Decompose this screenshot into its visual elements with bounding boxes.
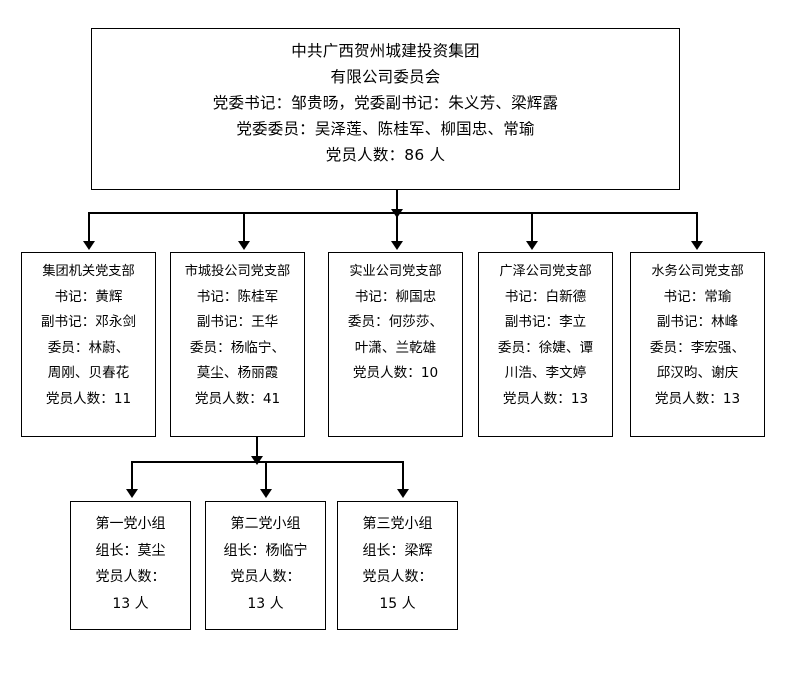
group-2-title: 第三党小组 — [362, 516, 433, 532]
connector-branch-1-drop — [243, 212, 245, 243]
group-1-member-count: 13 人 — [247, 595, 284, 612]
branch-4-line-3: 委员：李宏强、 — [649, 339, 746, 356]
group-0-title: 第一党小组 — [95, 516, 166, 532]
org-node-group-0[interactable]: 第一党小组 组长：莫尘 党员人数： 13 人 — [70, 501, 191, 630]
group-0-member-label: 党员人数： — [95, 569, 166, 585]
root-line-1: 中共广西贺州城建投资集团 — [291, 42, 480, 60]
org-node-group-2[interactable]: 第三党小组 组长：梁辉 党员人数： 15 人 — [337, 501, 458, 630]
branch-0-line-3: 委员：林蔚、 — [47, 339, 130, 356]
connector-branch-0-drop — [88, 212, 90, 243]
branch-2-member-count: 党员人数：10 — [352, 365, 439, 382]
connector-branch-4-drop — [696, 212, 698, 243]
root-line-2: 有限公司委员会 — [330, 68, 441, 86]
connector-group-1-drop — [265, 461, 267, 491]
group-0-member-count: 13 人 — [112, 595, 149, 612]
root-member-count: 党员人数：86 人 — [325, 146, 446, 164]
connector-root-stem — [396, 190, 398, 212]
group-2-leader: 组长：梁辉 — [362, 542, 433, 559]
org-node-group-1[interactable]: 第二党小组 组长：杨临宁 党员人数： 13 人 — [205, 501, 326, 630]
org-node-branch-2[interactable]: 实业公司党支部 书记：柳国忠 委员：何莎莎、 叶潇、兰乾雄 党员人数：10 — [328, 252, 463, 437]
branch-1-line-4: 莫尘、杨丽霞 — [196, 365, 279, 382]
branch-2-title: 实业公司党支部 — [349, 264, 442, 279]
group-1-leader: 组长：杨临宁 — [223, 542, 308, 559]
branch-0-member-count: 党员人数：11 — [45, 390, 132, 407]
branch-4-line-2: 副书记：林峰 — [656, 314, 739, 331]
connector-branch-3-drop — [531, 212, 533, 243]
connector-branch-2-arrow — [391, 241, 403, 250]
connector-branch1-stem — [256, 437, 258, 459]
branch-1-title: 市城投公司党支部 — [184, 264, 291, 279]
group-2-member-label: 党员人数： — [362, 569, 433, 585]
branch-3-line-2: 副书记：李立 — [504, 314, 587, 331]
root-line-3: 党委书记：邹贵旸，党委副书记：朱义芳、梁辉露 — [212, 94, 559, 112]
branch-4-member-count: 党员人数：13 — [654, 390, 741, 407]
branch-4-title: 水务公司党支部 — [651, 264, 744, 279]
branch-4-line-4: 邱汉昀、谢庆 — [656, 365, 739, 382]
branch-0-line-2: 副书记：邓永剑 — [40, 314, 137, 331]
branch-2-line-1: 书记：柳国忠 — [354, 288, 437, 305]
connector-level1-bus — [88, 212, 698, 214]
org-node-root[interactable]: 中共广西贺州城建投资集团 有限公司委员会 党委书记：邹贵旸，党委副书记：朱义芳、… — [91, 28, 680, 190]
group-1-member-label: 党员人数： — [230, 569, 301, 585]
branch-1-line-1: 书记：陈桂军 — [196, 288, 279, 305]
branch-1-member-count: 党员人数：41 — [194, 390, 281, 407]
branch-1-line-2: 副书记：王华 — [196, 314, 279, 331]
connector-group-1-arrow — [260, 489, 272, 498]
group-1-title: 第二党小组 — [230, 516, 301, 532]
branch-0-line-1: 书记：黄辉 — [54, 288, 123, 305]
org-node-branch-3[interactable]: 广泽公司党支部 书记：白新德 副书记：李立 委员：徐婕、谭 川浩、李文婷 党员人… — [478, 252, 613, 437]
connector-branch-0-arrow — [83, 241, 95, 250]
connector-group-0-arrow — [126, 489, 138, 498]
connector-level2-bus — [131, 461, 404, 463]
org-node-branch-0[interactable]: 集团机关党支部 书记：黄辉 副书记：邓永剑 委员：林蔚、 周刚、贝春花 党员人数… — [21, 252, 156, 437]
branch-1-line-3: 委员：杨临宁、 — [189, 339, 286, 356]
branch-4-line-1: 书记：常瑜 — [663, 288, 732, 305]
branch-3-member-count: 党员人数：13 — [502, 390, 589, 407]
branch-3-line-4: 川浩、李文婷 — [504, 365, 587, 382]
branch-2-line-2: 委员：何莎莎、 — [347, 314, 444, 331]
connector-group-2-arrow — [397, 489, 409, 498]
connector-branch1-stem-arrow — [251, 456, 263, 465]
branch-0-line-4: 周刚、贝春花 — [47, 365, 130, 382]
branch-2-line-3: 叶潇、兰乾雄 — [354, 339, 437, 356]
connector-branch-1-arrow — [238, 241, 250, 250]
connector-branch-2-drop — [396, 212, 398, 243]
branch-3-line-1: 书记：白新德 — [504, 288, 587, 305]
group-0-leader: 组长：莫尘 — [95, 542, 166, 559]
root-line-4: 党委委员：吴泽莲、陈桂军、柳国忠、常瑜 — [236, 120, 535, 138]
group-2-member-count: 15 人 — [379, 595, 416, 612]
branch-3-title: 广泽公司党支部 — [499, 264, 592, 279]
connector-branch-4-arrow — [691, 241, 703, 250]
connector-branch-3-arrow — [526, 241, 538, 250]
branch-3-line-3: 委员：徐婕、谭 — [497, 339, 594, 356]
org-node-branch-1[interactable]: 市城投公司党支部 书记：陈桂军 副书记：王华 委员：杨临宁、 莫尘、杨丽霞 党员… — [170, 252, 305, 437]
connector-group-2-drop — [402, 461, 404, 491]
branch-0-title: 集团机关党支部 — [42, 264, 135, 279]
org-node-branch-4[interactable]: 水务公司党支部 书记：常瑜 副书记：林峰 委员：李宏强、 邱汉昀、谢庆 党员人数… — [630, 252, 765, 437]
connector-group-0-drop — [131, 461, 133, 491]
